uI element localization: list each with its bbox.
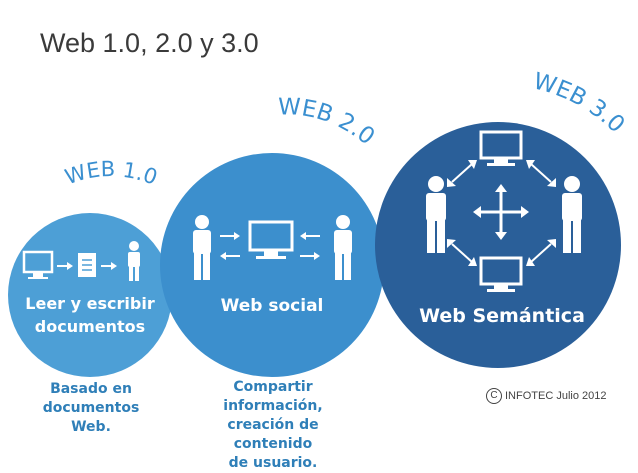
person-icon	[426, 176, 446, 253]
web2-icons	[193, 215, 352, 280]
web3-label: Web Semántica	[419, 305, 585, 327]
web3-heading: WEB 3.0	[531, 68, 630, 138]
page-title: Web 1.0, 2.0 y 3.0	[40, 28, 259, 58]
copyright-text: INFOTEC Julio 2012	[505, 389, 607, 402]
arrow-left-icon	[220, 252, 240, 260]
four-way-arrow-icon	[473, 184, 529, 240]
web2-circle	[160, 153, 384, 377]
web-evolution-diagram: WEB 1.0 WEB 2.0 WEB 3.0	[8, 68, 630, 377]
monitor-icon	[22, 250, 54, 279]
person-icon	[128, 241, 140, 281]
arrow-right-icon	[101, 262, 117, 270]
web1-label-line1: Leer y escribir	[25, 294, 155, 313]
web1-label-line2: documentos	[35, 317, 145, 336]
web3-icons	[426, 130, 582, 292]
web2-caption: Compartir información, creación de conte…	[223, 379, 323, 471]
web1-heading: WEB 1.0	[62, 157, 160, 190]
diagonal-arrows-icon	[447, 160, 556, 266]
copyright-icon: C	[486, 388, 502, 404]
web2-heading: WEB 2.0	[278, 94, 379, 150]
monitor-icon	[479, 256, 523, 292]
web1-caption: Basado en documentos Web.	[42, 381, 140, 435]
arrow-right-icon	[57, 262, 73, 270]
arrow-right-icon	[300, 252, 320, 260]
document-icon	[78, 253, 96, 277]
web2-label: Web social	[221, 296, 324, 316]
arrow-right-icon	[220, 232, 240, 240]
person-icon	[562, 176, 582, 253]
person-icon	[334, 215, 352, 280]
monitor-icon	[479, 130, 523, 166]
person-icon	[193, 215, 211, 280]
web1-icons	[22, 241, 140, 281]
arrow-left-icon	[300, 232, 320, 240]
monitor-icon	[248, 220, 294, 259]
